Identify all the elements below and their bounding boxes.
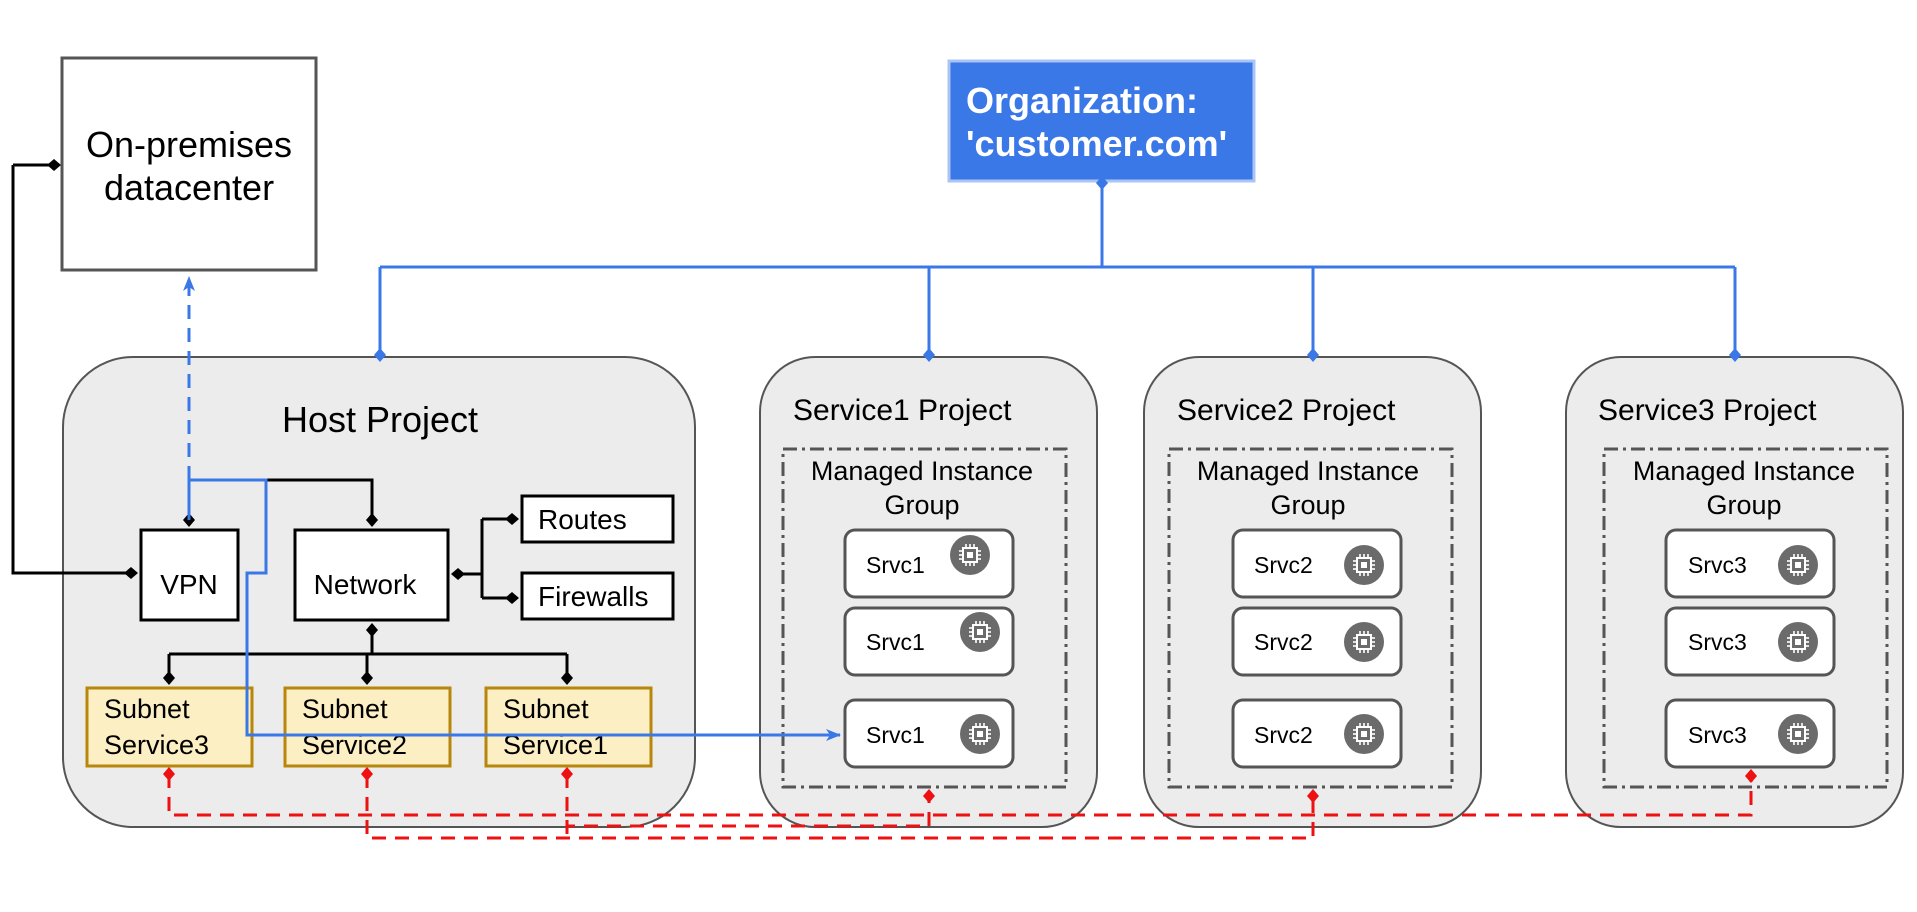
service1-instance-1-label: Srvc1	[866, 552, 925, 578]
service3-mig-label-line1: Managed Instance	[1633, 456, 1855, 486]
firewalls-label: Firewalls	[538, 581, 648, 612]
service2-instance-1-label: Srvc2	[1254, 552, 1313, 578]
cpu-chip-icon	[1344, 714, 1384, 754]
network-box	[293, 528, 450, 622]
cpu-chip-icon	[1344, 545, 1384, 585]
service3-mig-label-line2: Group	[1706, 490, 1781, 520]
cpu-chip-icon	[1778, 545, 1818, 585]
organization-label-line2: 'customer.com'	[966, 123, 1227, 164]
service2-project-title: Service2 Project	[1177, 394, 1396, 427]
service1-instance-2-label: Srvc1	[866, 629, 925, 655]
subnet-service2-line1: Subnet	[302, 694, 388, 724]
cpu-chip-icon	[1778, 714, 1818, 754]
cpu-chip-icon	[950, 535, 990, 575]
host-project-title: Host Project	[282, 399, 478, 440]
subnet-service3-line2: Service3	[104, 730, 209, 760]
onprem-datacenter-box	[60, 56, 318, 272]
cpu-chip-icon	[1778, 622, 1818, 662]
service3-instance-1-label: Srvc3	[1688, 552, 1747, 578]
service2-mig-label-line2: Group	[1270, 490, 1345, 520]
subnet-service1-line1: Subnet	[503, 694, 589, 724]
subnet-service3-line1: Subnet	[104, 694, 190, 724]
organization-box	[947, 59, 1256, 183]
organization-label-line1: Organization:	[966, 80, 1198, 121]
service3-instance-2-label: Srvc3	[1688, 629, 1747, 655]
service2-instance-2-label: Srvc2	[1254, 629, 1313, 655]
vpn-box	[139, 528, 240, 622]
onprem-label-line2: datacenter	[104, 167, 274, 208]
subnet-service1-box	[484, 686, 653, 768]
vpc-route-connectors	[183, 276, 841, 741]
org-hierarchy-connectors	[374, 176, 1741, 362]
service1-mig-label-line1: Managed Instance	[811, 456, 1033, 486]
onprem-label-line1: On-premises	[86, 124, 292, 165]
network-label: Network	[314, 569, 418, 600]
cpu-chip-icon	[960, 714, 1000, 754]
service1-project-title: Service1 Project	[793, 394, 1012, 427]
cpu-chip-icon	[960, 612, 1000, 652]
service3-instance-3-label: Srvc3	[1688, 722, 1747, 748]
vpn-label: VPN	[160, 569, 218, 600]
routes-label: Routes	[538, 504, 627, 535]
firewalls-box	[520, 571, 675, 621]
service2-mig-label-line1: Managed Instance	[1197, 456, 1419, 486]
subnet-usage-connectors	[163, 767, 1757, 840]
subnet-service2-box	[283, 686, 452, 768]
routes-box	[520, 494, 675, 544]
service1-instance-3-label: Srvc1	[866, 722, 925, 748]
cpu-chip-icon	[1344, 622, 1384, 662]
service3-mig-boundary	[1602, 447, 1889, 789]
service1-mig-label-line2: Group	[884, 490, 959, 520]
service2-instance-3-label: Srvc2	[1254, 722, 1313, 748]
subnet-service3-box	[85, 686, 254, 768]
service3-project-title: Service3 Project	[1598, 394, 1817, 427]
